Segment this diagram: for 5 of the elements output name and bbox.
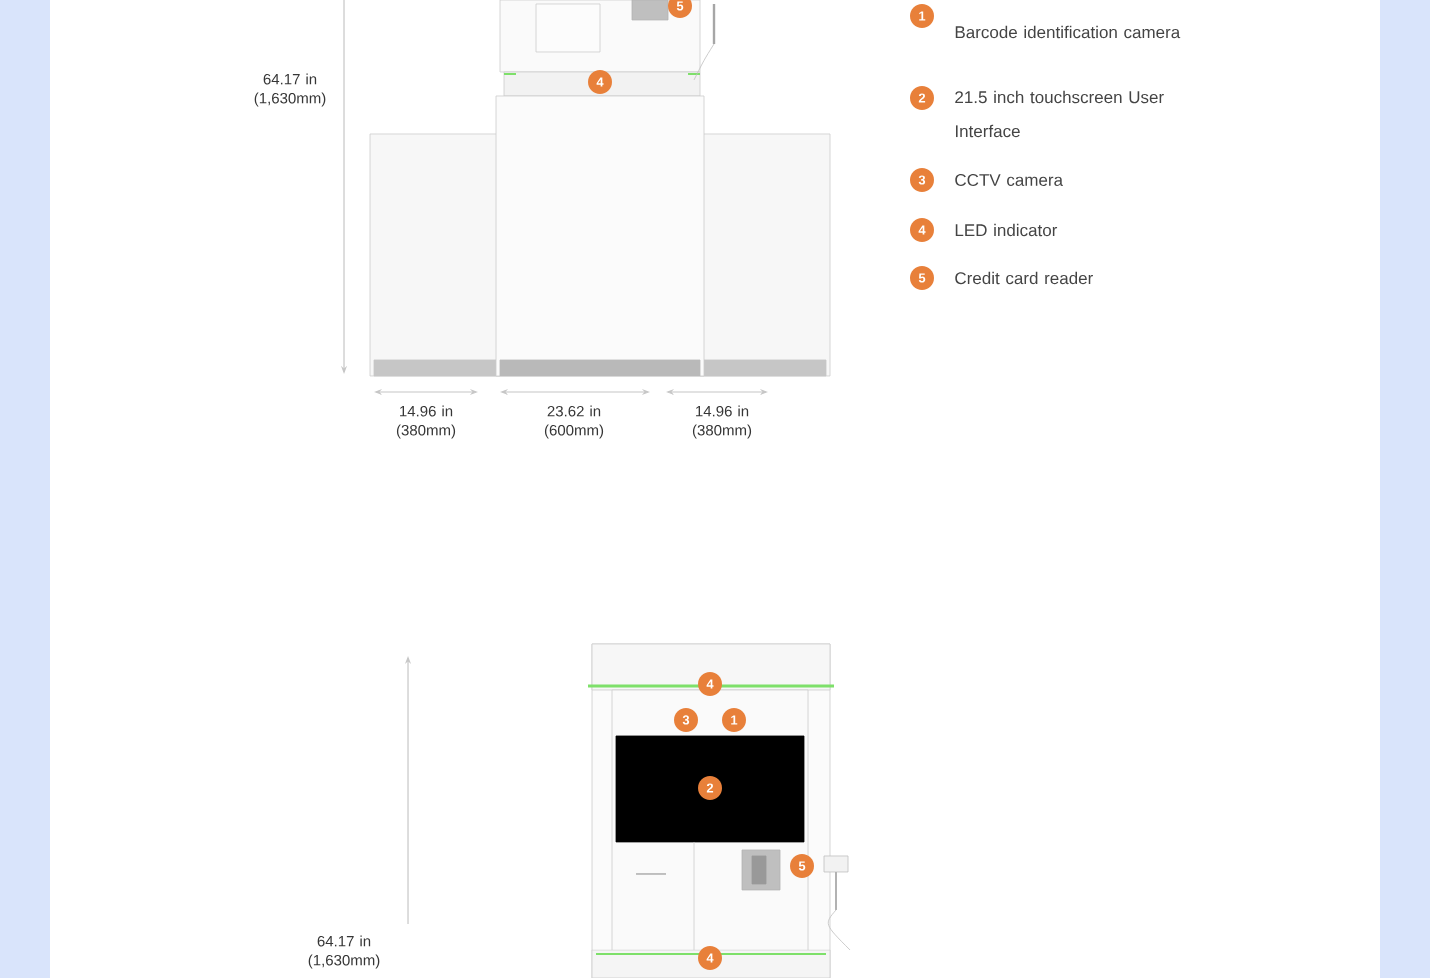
feature-text: CCTV camera [955,174,1063,186]
feature-text: Barcode identification camera [955,25,1181,39]
feature-text: Credit card reader [955,271,1093,285]
feature-text: 21.5 inch touchscreen User Interface [955,90,1164,138]
feature-text: LED indicator [955,223,1058,237]
